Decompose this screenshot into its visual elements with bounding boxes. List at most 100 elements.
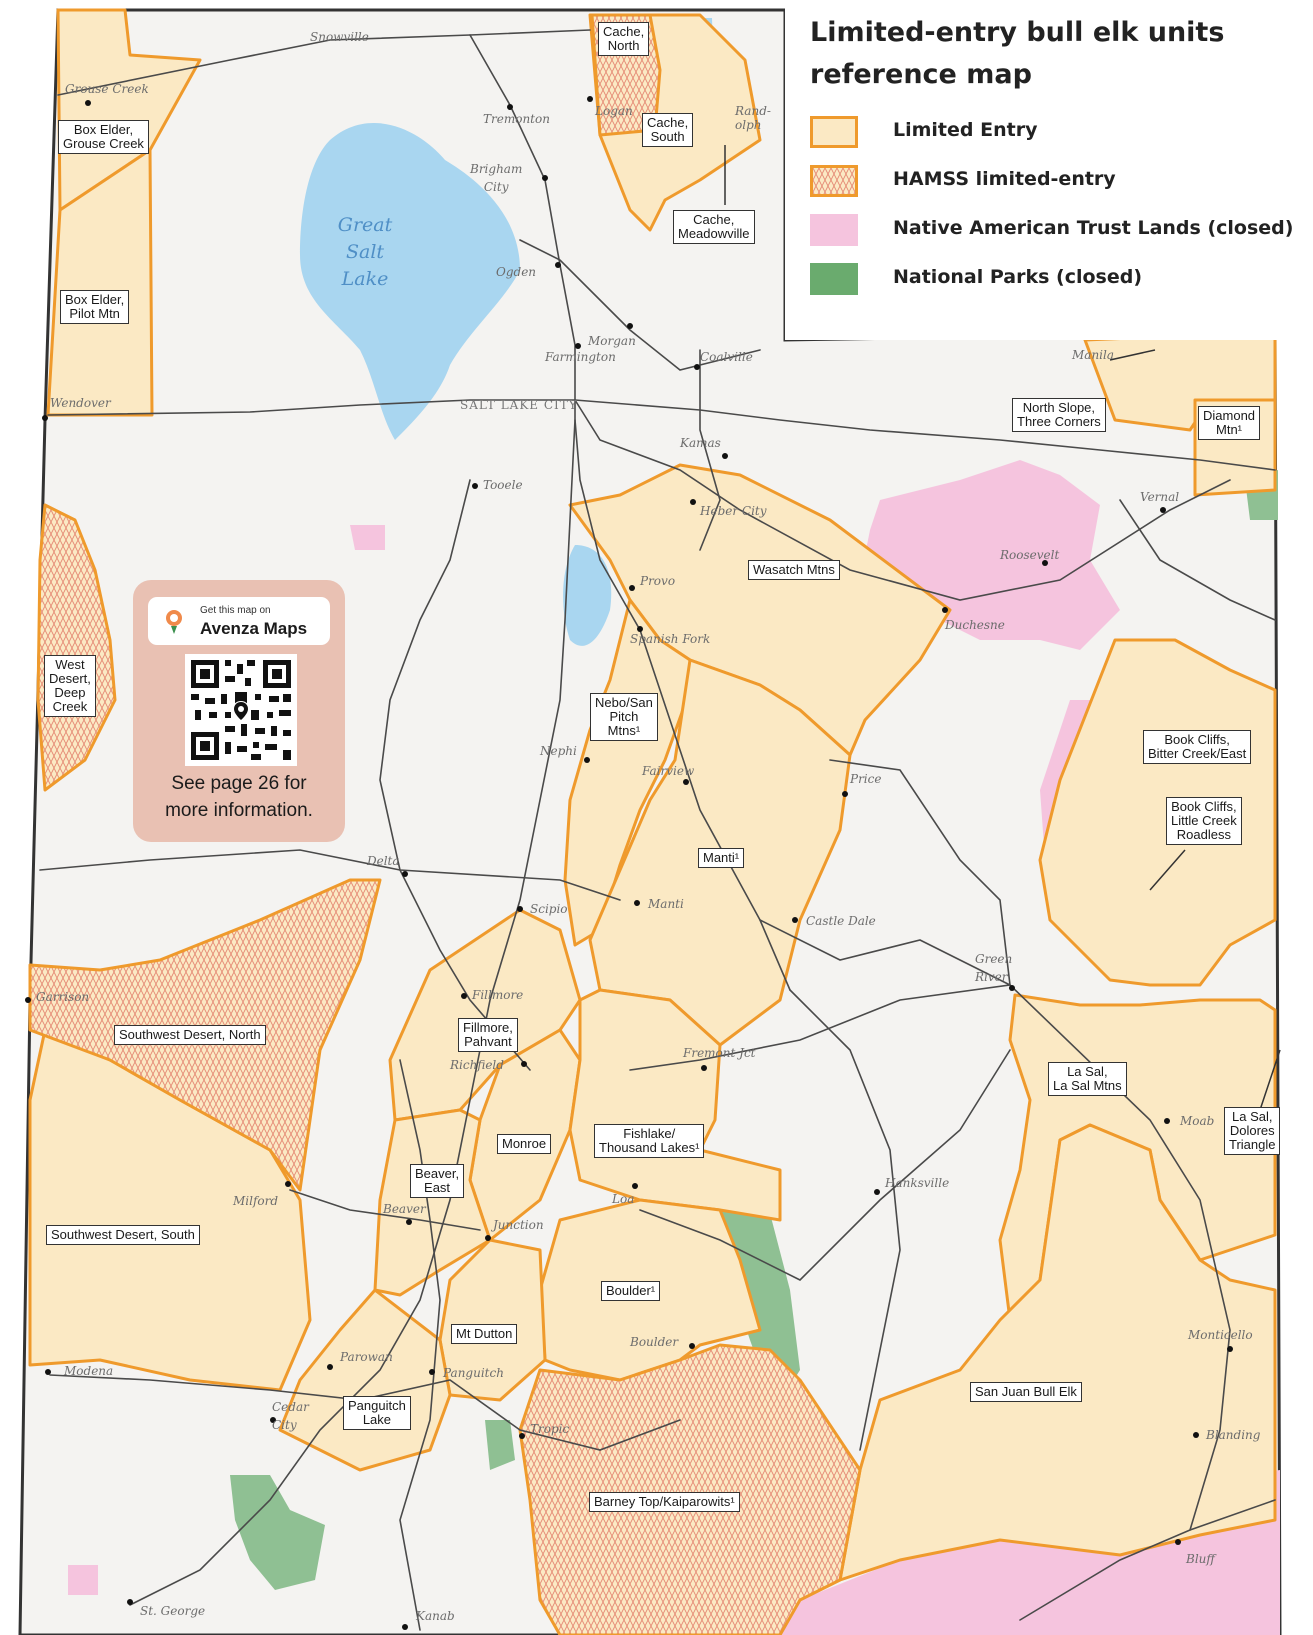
town-label: Beaver <box>383 1202 426 1216</box>
town-label: Manti <box>648 897 684 911</box>
unit-label: Cache, North <box>598 22 650 56</box>
town-label: Price <box>850 772 882 786</box>
avenza-note: See page 26 for more information. <box>165 773 313 821</box>
town-label: Logan <box>595 104 633 118</box>
unit-label: Mt Dutton <box>451 1324 518 1344</box>
limited-entry-swatch <box>810 116 858 148</box>
unit-book-cliffs <box>1038 638 1277 987</box>
town-label: Vernal <box>1140 490 1180 504</box>
town-label: Junction <box>493 1218 544 1232</box>
unit-label: Fillmore, Pahvant <box>458 1018 518 1052</box>
legend-item-hamss: HAMSS limited-entry <box>810 162 1290 198</box>
town-label: Nephi <box>540 744 577 758</box>
unit-label: La Sal, Dolores Triangle <box>1224 1107 1281 1155</box>
town-label: Loa <box>612 1192 635 1206</box>
legend-item-national-parks: National Parks (closed) <box>810 260 1290 296</box>
town-label: Tooele <box>483 478 523 492</box>
town-label: Manila <box>1072 348 1114 362</box>
avenza-maps-button[interactable]: Get this map on Avenza Maps <box>148 597 330 645</box>
trust-lands-swatch <box>810 214 858 246</box>
limited-entry-units <box>28 8 1277 1582</box>
unit-barney <box>518 1343 862 1635</box>
town-label: Kamas <box>680 436 721 450</box>
town-label: Farmington <box>545 350 616 364</box>
town-label: Fairview <box>642 764 695 778</box>
town-label: Snowville <box>310 30 369 44</box>
unit-label: West Desert, Deep Creek <box>44 655 96 717</box>
unit-label: Diamond Mtn¹ <box>1198 406 1261 440</box>
legend: Limited-entry bull elk units reference m… <box>785 0 1313 340</box>
town-label: Tropic <box>530 1422 570 1436</box>
unit-label: Panguitch Lake <box>343 1396 411 1430</box>
legend-item-limited-entry: Limited Entry <box>810 113 1290 149</box>
unit-label: Cache, Meadowville <box>673 210 755 244</box>
town-label: St. George <box>140 1604 206 1618</box>
legend-title: Limited-entry bull elk units reference m… <box>810 17 1225 90</box>
town-label: Coalville <box>700 350 753 364</box>
town-label: Delta <box>367 854 400 868</box>
unit-label: Southwest Desert, South <box>46 1225 200 1245</box>
town-label: Tremonton <box>483 112 550 126</box>
town-label: Bluff <box>1186 1552 1215 1566</box>
town-label: Blanding <box>1206 1428 1261 1442</box>
town-label: Provo <box>640 574 676 588</box>
utah-lake <box>563 545 612 646</box>
town-label: Fremont Jct <box>683 1046 756 1060</box>
unit-box-elder-pilot <box>46 148 154 417</box>
town-label: Richfield <box>450 1058 504 1072</box>
avenza-logo-icon <box>166 610 182 634</box>
unit-label: La Sal, La Sal Mtns <box>1048 1062 1127 1096</box>
town-label: Brigham City <box>470 162 523 194</box>
town-label: Roosevelt <box>1000 548 1060 562</box>
town-label: Castle Dale <box>806 914 876 928</box>
unit-label: Nebo/San Pitch Mtns¹ <box>590 693 658 741</box>
town-label: Panguitch <box>443 1366 504 1380</box>
town-label: Boulder <box>630 1335 679 1349</box>
unit-label: Barney Top/Kaiparowits¹ <box>589 1492 740 1512</box>
town-dots <box>25 96 1233 1630</box>
salt-lake-city-label: SALT LAKE CITY <box>460 398 578 412</box>
avenza-brand: Avenza Maps <box>200 619 308 638</box>
hamss-swatch <box>810 165 858 197</box>
unit-label: Boulder¹ <box>601 1281 661 1301</box>
town-label: Rand- olph <box>735 104 771 132</box>
town-label: Milford <box>233 1194 279 1208</box>
unit-label: Wasatch Mtns <box>748 560 840 580</box>
unit-west-desert <box>36 503 117 792</box>
unit-label: San Juan Bull Elk <box>970 1382 1082 1402</box>
qr-code[interactable] <box>185 654 297 766</box>
unit-label: Beaver, East <box>410 1164 465 1198</box>
unit-label: Box Elder, Grouse Creek <box>58 120 149 154</box>
legend-item-trust-lands: Native American Trust Lands (closed) <box>810 211 1293 247</box>
town-label: Kanab <box>416 1609 455 1623</box>
town-label: Fillmore <box>472 988 524 1002</box>
town-label: Cedar City <box>272 1400 309 1432</box>
leader-lines <box>724 145 1281 1111</box>
unit-label: Book Cliffs, Little Creek Roadless <box>1166 797 1242 845</box>
unit-label: Manti¹ <box>698 848 745 868</box>
avenza-get-text: Get this map on <box>200 605 271 616</box>
town-label: Monticello <box>1188 1328 1253 1342</box>
unit-label: Book Cliffs, Bitter Creek/East <box>1143 730 1252 764</box>
national-parks-swatch <box>810 263 858 295</box>
town-label: Hanksville <box>885 1176 950 1190</box>
unit-label: Box Elder, Pilot Mtn <box>60 290 130 324</box>
great-salt-lake <box>300 122 520 440</box>
unit-label: Monroe <box>497 1134 552 1154</box>
town-label: Spanish Fork <box>630 632 711 646</box>
legend-label: HAMSS limited-entry <box>893 168 1116 190</box>
town-label: Modena <box>64 1364 114 1378</box>
unit-label: North Slope, Three Corners <box>1012 398 1106 432</box>
town-label: Duchesne <box>945 618 1005 632</box>
legend-label: National Parks (closed) <box>893 266 1143 288</box>
town-label: Parowan <box>340 1350 393 1364</box>
town-label: Wendover <box>50 396 111 410</box>
unit-fishlake <box>568 988 782 1222</box>
unit-beaver <box>373 1108 492 1297</box>
town-label: Morgan <box>588 334 636 348</box>
town-label: Green River <box>975 952 1013 984</box>
avenza-panel: Get this map on Avenza Maps See page 26 … <box>133 580 345 842</box>
town-label: Ogden <box>496 265 537 279</box>
unit-fillmore <box>388 908 582 1122</box>
